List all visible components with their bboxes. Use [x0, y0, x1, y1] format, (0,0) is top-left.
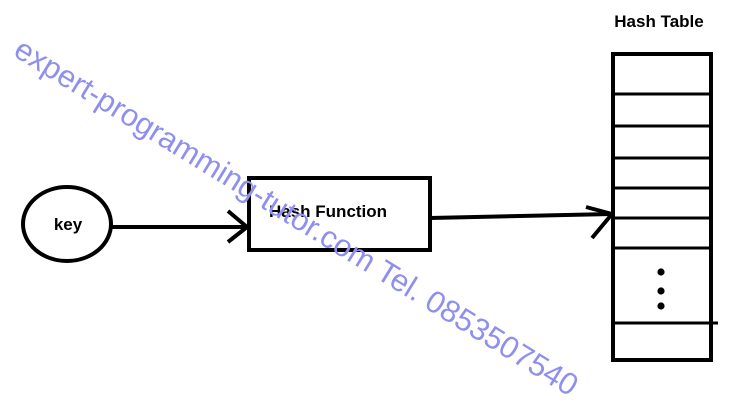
- key-node: key: [21, 185, 113, 263]
- arrow-function-to-table: [429, 205, 614, 240]
- ellipsis-dots: ⋮: [657, 268, 665, 310]
- hash-table-title: Hash Table: [614, 12, 703, 31]
- arrow-key-to-function: [111, 209, 249, 244]
- hash-table: Hash Table ⋮: [611, 12, 718, 362]
- hash-table-outline: [611, 52, 713, 362]
- hash-function-node: Hash Function: [247, 176, 432, 252]
- key-ellipse: [21, 185, 113, 263]
- key-label: key: [54, 215, 83, 234]
- hash-function-box: [247, 176, 432, 252]
- hash-function-label: Hash Function: [269, 202, 387, 221]
